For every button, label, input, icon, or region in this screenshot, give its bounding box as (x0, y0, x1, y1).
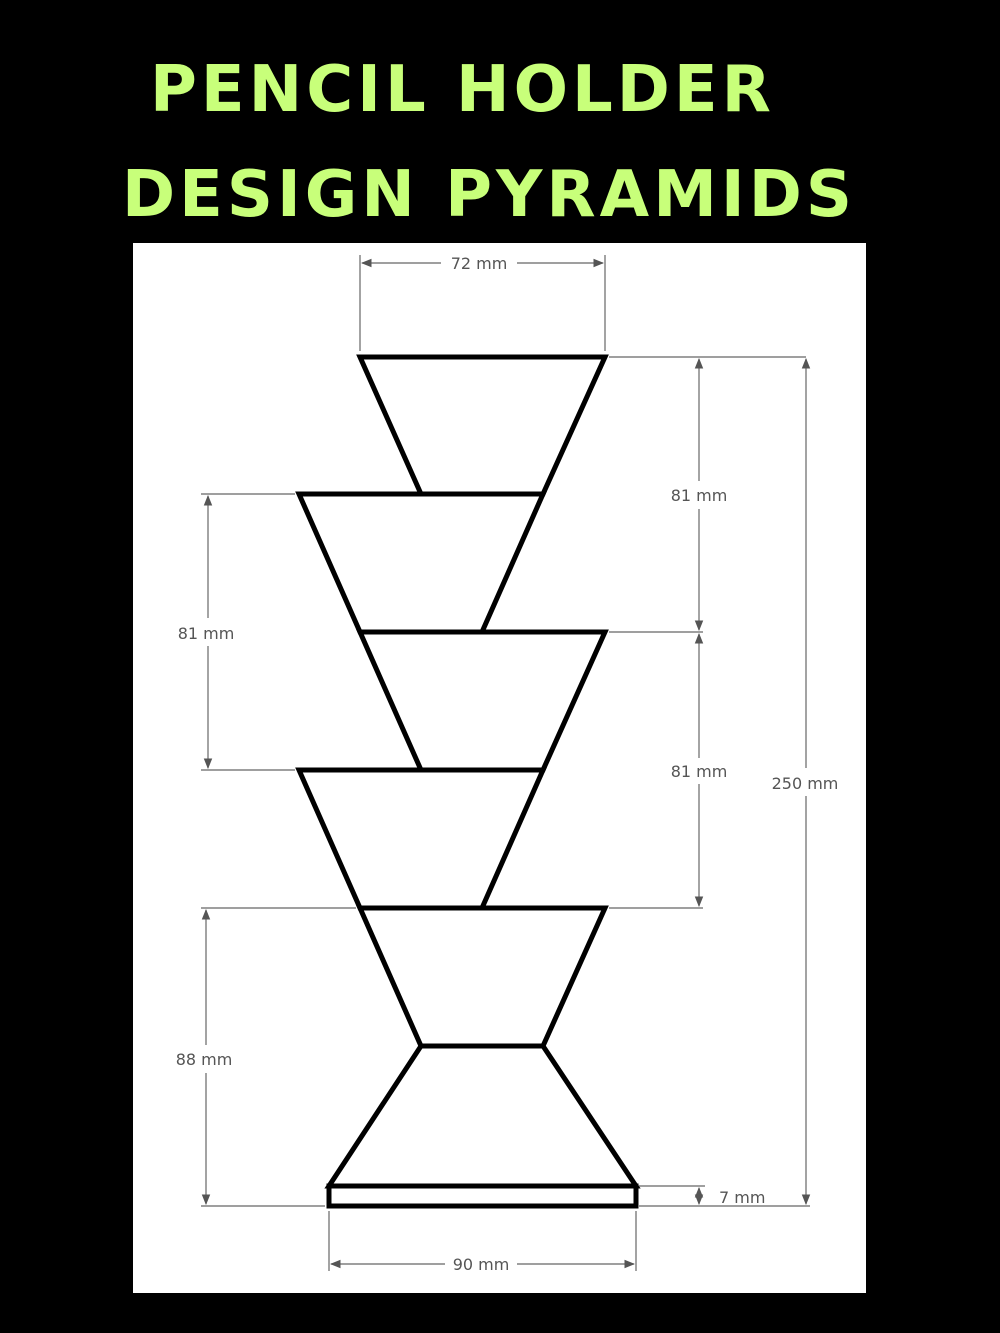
base-plate (326, 1183, 639, 1209)
label-left-tier-height: 81 mm (178, 624, 235, 643)
dimension-right-upper: 81 mm (609, 356, 806, 633)
label-base-width: 90 mm (453, 1255, 510, 1274)
tier-2-trapezoid (295, 491, 547, 635)
tier-1-trapezoid (356, 354, 609, 497)
dimension-bottom-section: 88 mm (176, 907, 356, 1207)
dimension-base-width: 90 mm (328, 1211, 637, 1274)
label-base-thickness: 7 mm (719, 1188, 765, 1207)
dimension-base-thickness: 7 mm (639, 1185, 765, 1207)
drawing-sheet: 72 mm 81 mm 81 mm (133, 243, 866, 1293)
tier-3-trapezoid (356, 629, 609, 773)
pencil-holder-outline (295, 354, 641, 1209)
dimension-overall-height: 250 mm (639, 357, 839, 1207)
label-right-upper-height: 81 mm (671, 486, 728, 505)
label-right-lower-height: 81 mm (671, 762, 728, 781)
dimension-left-tier: 81 mm (178, 493, 295, 771)
title-line-1: PENCIL HOLDER (150, 53, 775, 127)
title-line-2: DESIGN PYRAMIDS (122, 158, 856, 232)
bottom-flared-trapezoid (324, 1043, 641, 1189)
tier-5-trapezoid (356, 905, 609, 1049)
tier-4-trapezoid (295, 767, 547, 911)
dimension-right-lower: 81 mm (609, 632, 728, 909)
dimension-top-width: 72 mm (359, 254, 606, 351)
label-top-width: 72 mm (451, 254, 508, 273)
label-bottom-section-height: 88 mm (176, 1050, 233, 1069)
technical-drawing: 72 mm 81 mm 81 mm (176, 254, 839, 1274)
label-overall-height: 250 mm (772, 774, 839, 793)
